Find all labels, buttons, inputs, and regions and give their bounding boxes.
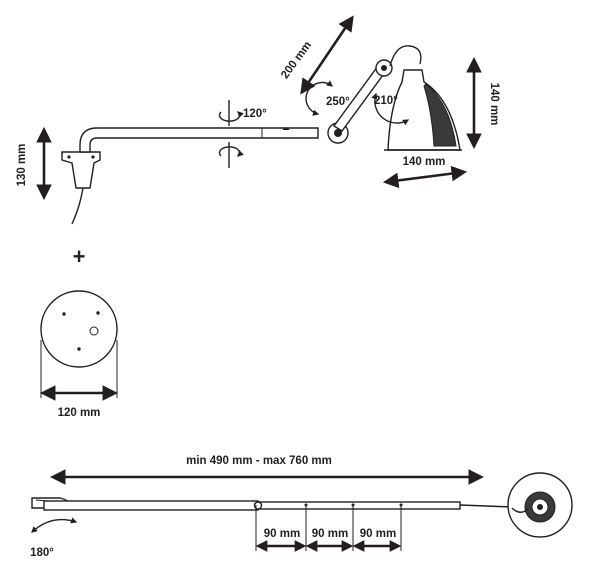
arm-length-arrow — [300, 15, 354, 95]
step-2-label: 90 mm — [312, 528, 348, 540]
rotation-210-label: 210° — [374, 95, 398, 107]
lamp-top-view — [31, 472, 573, 538]
rotation-250-icon — [305, 80, 333, 116]
rotation-120-label: 120° — [243, 108, 267, 120]
mounting-plate — [40, 290, 118, 368]
step-3-label: 90 mm — [360, 528, 396, 540]
main-arm — [79, 127, 319, 153]
rotation-250-label: 250° — [326, 96, 350, 108]
mount-height-label: 130 mm — [16, 144, 28, 187]
plus-sign: + — [73, 244, 86, 269]
wall-mount-bracket — [61, 151, 101, 189]
lamp-side-view — [61, 45, 462, 225]
arm-length-label: 200 mm — [279, 39, 314, 81]
power-cable — [71, 187, 84, 225]
shade-width-arrow — [382, 165, 468, 189]
step-1-label: 90 mm — [264, 528, 300, 540]
rotation-180-icon — [31, 517, 78, 533]
shade-handle — [389, 45, 422, 67]
extension-range-label: min 490 mm - max 760 mm — [186, 455, 332, 467]
plate-diameter-label: 120 mm — [58, 407, 101, 419]
shade-width-label: 140 mm — [403, 156, 446, 168]
head-height-label: 140 mm — [488, 83, 500, 126]
rotation-210-icon — [371, 92, 410, 126]
rotation-180-label: 180° — [30, 547, 54, 559]
rotation-120-icon — [218, 100, 244, 168]
